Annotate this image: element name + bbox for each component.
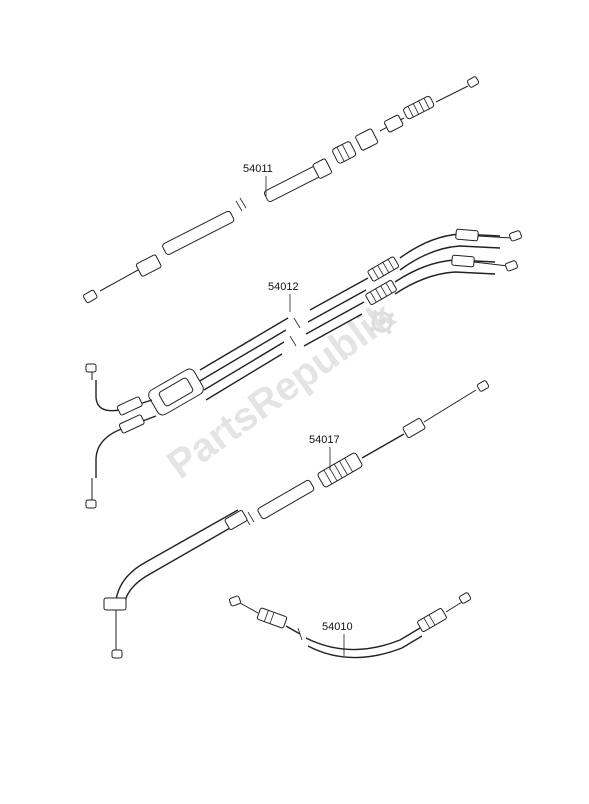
part-label-54011: 54011 [243,163,273,175]
cable-54011: 54011 [83,76,480,304]
part-label-54010: 54010 [322,621,353,633]
cable-54017: 54017 [103,380,490,659]
part-label-54012: 54012 [268,281,299,293]
cable-54010: 54010 [228,592,472,659]
gear-icon [369,309,395,335]
cable-54012: 54012 [85,228,522,509]
part-label-54017: 54017 [309,434,340,446]
